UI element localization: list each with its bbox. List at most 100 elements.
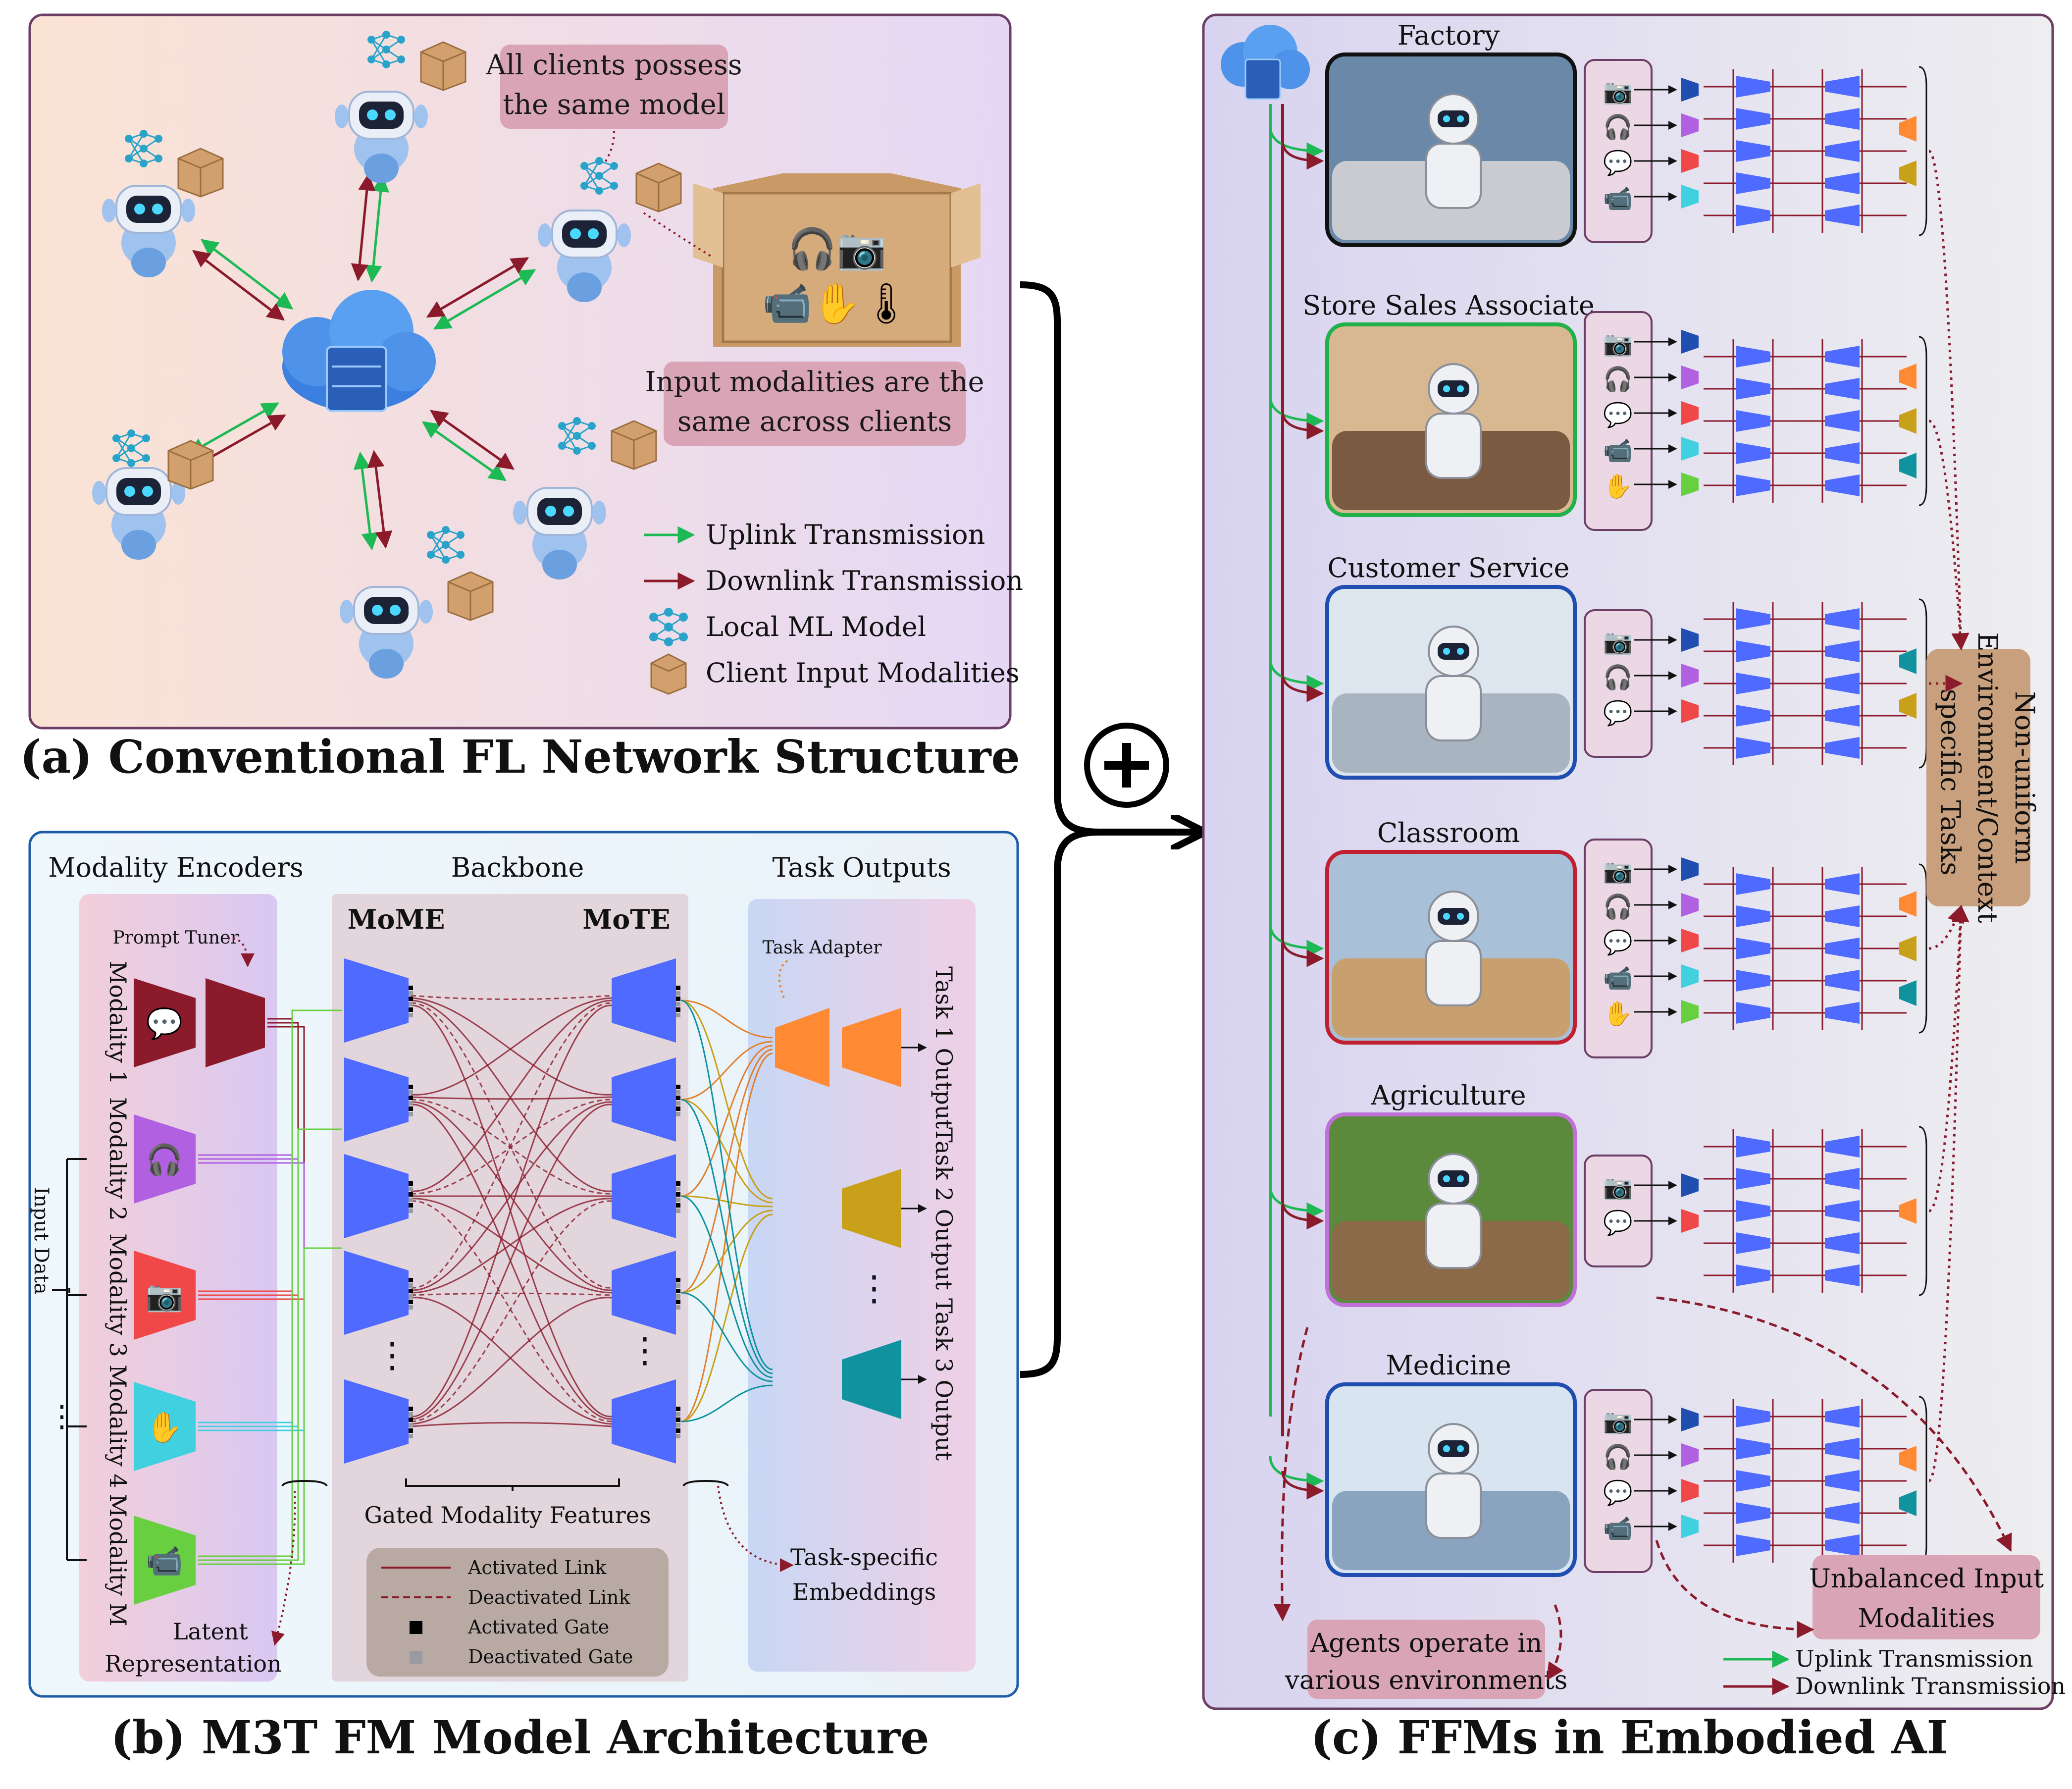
downlink-link [367, 450, 393, 549]
task-head [1899, 453, 1917, 478]
mini-expert [1825, 938, 1860, 959]
legend-downlink: Downlink Transmission [706, 565, 1023, 596]
gate [676, 1106, 680, 1111]
task-head [1899, 1490, 1917, 1516]
encoder-block [134, 1251, 196, 1340]
gate [676, 1192, 680, 1197]
mome-expert [344, 1057, 409, 1142]
backbone-blocks: ⋮⋮ [344, 958, 680, 1464]
server-cloud-icon [282, 290, 436, 412]
environment-classroom: Classroom📷🎧💬📹✋ [1269, 817, 1927, 1058]
label-task-outputs: Task Outputs [772, 852, 951, 883]
prompt-tuner-block [206, 978, 265, 1067]
mini-expert [1825, 1136, 1860, 1158]
robot-icon [102, 185, 195, 277]
gate [409, 986, 413, 990]
mini-expert [1736, 172, 1770, 194]
gate [409, 1112, 413, 1116]
mini-expert [1736, 1502, 1770, 1524]
robot-icon [1425, 1153, 1482, 1269]
chat-icon: 💬 [1603, 929, 1633, 956]
modalities-box-icon: 🎧📷 📹✋🌡 [693, 173, 981, 347]
mini-expert [1825, 970, 1860, 992]
legend-c-uplink: Uplink Transmission [1795, 1645, 2033, 1672]
encoder-block [1681, 628, 1699, 652]
legend-c: Uplink Transmission Downlink Transmissio… [1723, 1645, 2066, 1699]
task-output-label: Task 1 Output [931, 966, 957, 1129]
robot-icon [1425, 626, 1482, 741]
caption-a: (a) Conventional FL Network Structure [20, 730, 1020, 784]
downlink-link [351, 173, 376, 281]
robot-icon [1425, 93, 1482, 209]
mini-expert [1825, 1264, 1860, 1286]
encoder-block [1681, 78, 1699, 102]
gate [676, 997, 680, 1001]
mini-expert [1825, 1168, 1860, 1190]
encoder-block [1681, 366, 1699, 389]
gate [676, 1112, 680, 1116]
mini-expert [1736, 1406, 1770, 1427]
legend-client-modalities: Client Input Modalities [706, 657, 1020, 688]
svg-text:🎧📷: 🎧📷 [787, 226, 886, 272]
chat-icon: 💬 [1603, 699, 1633, 727]
environment-title: Agriculture [1370, 1080, 1526, 1111]
encoder-block [1681, 1173, 1699, 1197]
mini-expert [1825, 442, 1860, 464]
mini-expert [1736, 1200, 1770, 1222]
gate [676, 1428, 680, 1433]
hand-icon: ✋ [1603, 1000, 1633, 1028]
gate [409, 1007, 413, 1012]
mini-expert [1825, 737, 1860, 759]
encoder-block [1681, 330, 1699, 354]
environment-title: Store Sales Associate [1302, 290, 1595, 321]
mote-expert [612, 1057, 676, 1142]
mini-expert [1825, 1534, 1860, 1556]
mini-expert [1825, 1502, 1860, 1524]
mini-expert [1736, 1264, 1770, 1286]
mini-expert [1736, 1168, 1770, 1190]
gate [676, 1198, 680, 1202]
camera-icon: 📷 [1603, 857, 1633, 885]
mini-expert [1736, 378, 1770, 400]
modality-label: Modality 4 [104, 1365, 131, 1488]
combine-brace [1020, 281, 1198, 1378]
robot-icon [1425, 1423, 1482, 1539]
gate [676, 986, 680, 990]
gate [676, 1294, 680, 1299]
unbalanced-label: Unbalanced Input Modalities [1809, 1555, 2044, 1639]
robot-icon [92, 467, 185, 560]
encoder-block [1681, 664, 1699, 687]
label-prompt-tuner: Prompt Tuner [112, 928, 239, 948]
mini-expert [1736, 905, 1770, 927]
mini-expert [1736, 76, 1770, 98]
mote-expert [612, 1379, 676, 1464]
label-backbone: Backbone [451, 852, 584, 883]
robot-icon [513, 487, 606, 579]
downlink-arrow [1281, 1201, 1324, 1230]
agents-label-line2: various environments [1285, 1666, 1568, 1695]
hand-icon: ✋ [1603, 473, 1633, 500]
gate [409, 1192, 413, 1197]
gate [409, 1090, 413, 1095]
mini-expert [1825, 410, 1860, 432]
gate [409, 1423, 413, 1427]
encoder-block [1681, 473, 1699, 496]
gate [676, 991, 680, 996]
chat-icon: 💬 [1603, 401, 1633, 429]
task-head [842, 1340, 901, 1419]
mome-expert [344, 1154, 409, 1238]
mini-expert [1736, 705, 1770, 727]
gate [676, 1096, 680, 1100]
legend-deactivated-link: Deactivated Link [468, 1586, 630, 1608]
gate [409, 1300, 413, 1304]
environment-title: Classroom [1377, 817, 1520, 848]
encoder-block [1681, 929, 1699, 952]
downlink-arrow [1281, 141, 1324, 170]
gate [676, 1300, 680, 1304]
environment-customer-service: Customer Service📷🎧💬 [1269, 552, 1927, 780]
gate [676, 1181, 680, 1186]
label-gated-features: Gated Modality Features [364, 1502, 651, 1528]
mini-expert [1825, 1470, 1860, 1492]
box-icon [177, 148, 224, 198]
mome-expert [344, 958, 409, 1043]
